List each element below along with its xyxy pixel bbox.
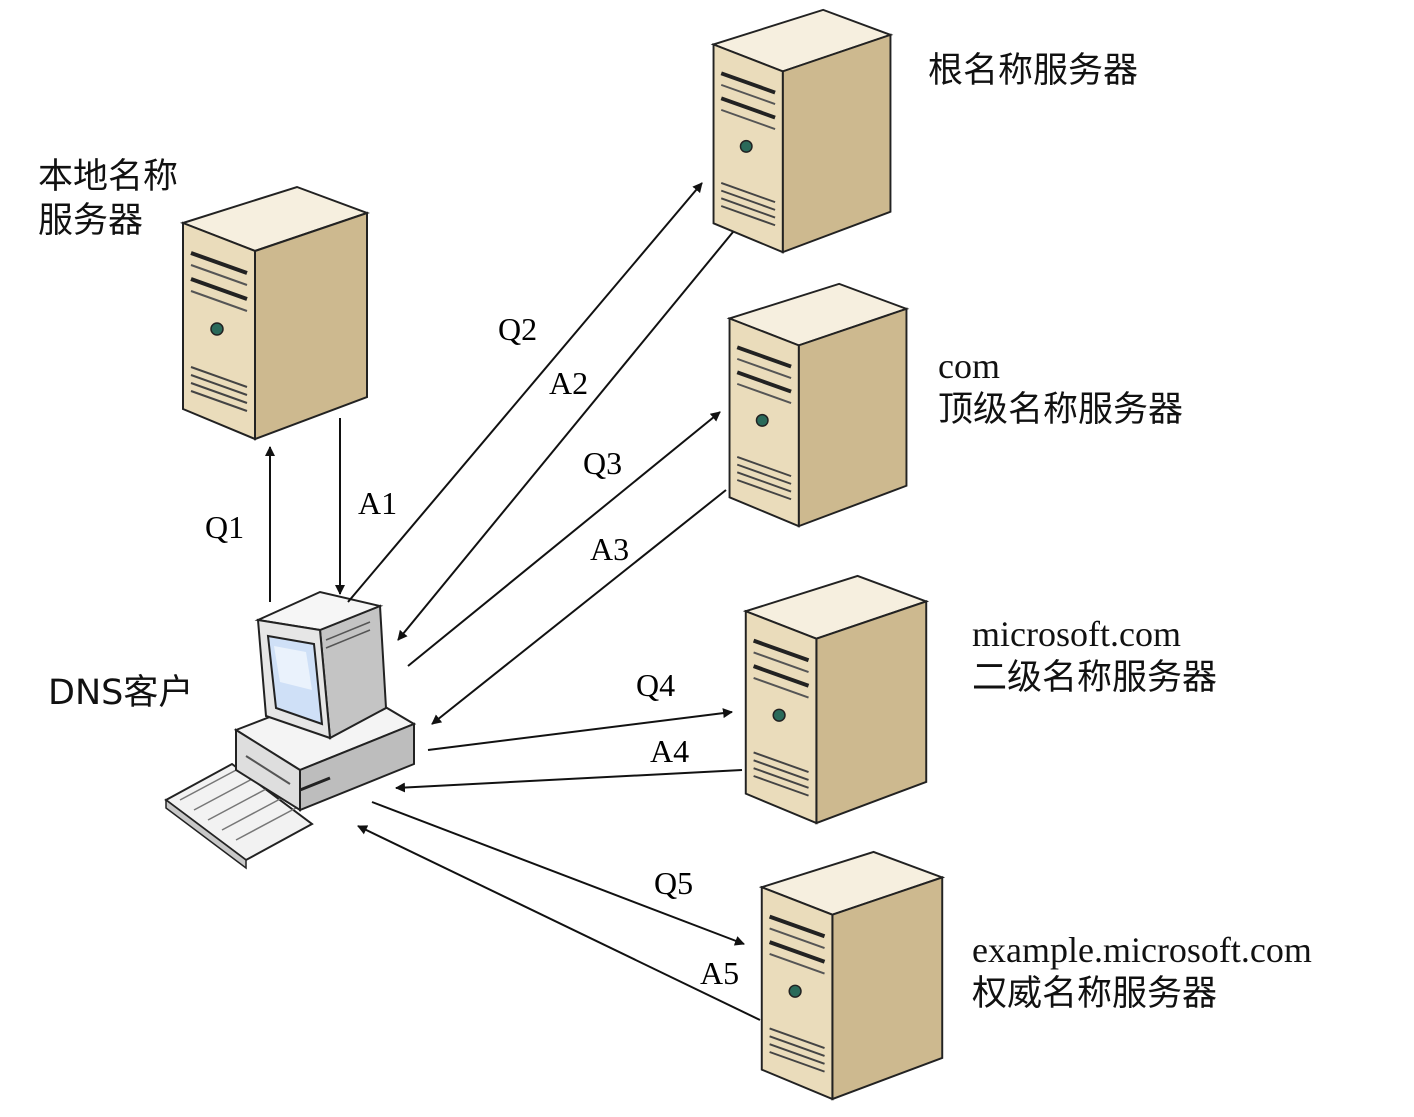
- tld-server-label-line2: 顶级名称服务器: [938, 390, 1184, 430]
- a3-label: A3: [590, 531, 629, 567]
- q1-label: Q1: [205, 509, 244, 545]
- authoritative-server-label-line2: 权威名称服务器: [972, 974, 1218, 1014]
- q2-label: Q2: [498, 311, 537, 347]
- q5-arrow: [371, 801, 745, 946]
- root-server-icon: [711, 7, 893, 255]
- a4-label: A4: [650, 733, 689, 769]
- q3-label: Q3: [583, 445, 622, 481]
- second-level-server-label-line2: 二级名称服务器: [972, 658, 1218, 698]
- a4-arrow: [395, 769, 743, 793]
- authoritative-server-label-line1: example.microsoft.com: [972, 930, 1312, 970]
- local-server-label-line2: 服务器: [38, 200, 144, 241]
- a2-label: A2: [549, 365, 588, 401]
- q2-arrow: [347, 182, 703, 603]
- authoritative-server-icon: [759, 849, 945, 1102]
- second-level-server-label-line1: microsoft.com: [972, 614, 1181, 654]
- a2-arrow: [397, 231, 734, 641]
- authoritative-server-label: example.microsoft.com 权威名称服务器: [972, 928, 1312, 1017]
- tld-server-label-line1: com: [938, 346, 1000, 386]
- a5-arrow: [357, 825, 761, 1021]
- a1-label: A1: [358, 485, 397, 521]
- q4-arrow: [427, 708, 733, 751]
- client-computer-icon: [164, 590, 417, 870]
- a5-label: A5: [700, 955, 739, 991]
- tld-server-label: com 顶级名称服务器: [938, 344, 1183, 433]
- local-server-label-line1: 本地名称: [38, 157, 179, 197]
- second-level-server-label: microsoft.com 二级名称服务器: [972, 612, 1217, 701]
- q3-arrow: [407, 411, 721, 667]
- local-server-icon: [181, 185, 369, 441]
- dns-client-label: DNS客户: [48, 673, 194, 713]
- tld-server-icon: [727, 281, 909, 529]
- q4-label: Q4: [636, 667, 675, 703]
- second-level-server-icon: [743, 573, 929, 826]
- q5-label: Q5: [654, 865, 693, 901]
- root-server-label: 根名称服务器: [928, 51, 1139, 91]
- a3-arrow: [431, 489, 727, 725]
- local-server-label: 本地名称 服务器: [38, 156, 178, 244]
